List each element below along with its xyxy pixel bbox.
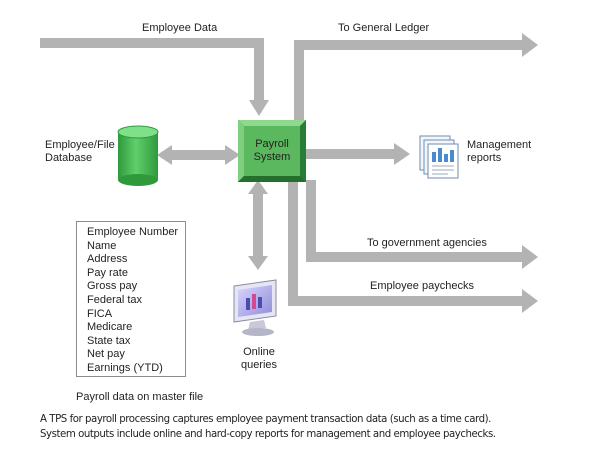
employee-paychecks-label: Employee paychecks <box>370 280 474 292</box>
list-item: Federal tax <box>87 293 143 306</box>
employee-data-label: Employee Data <box>142 22 218 34</box>
list-item: Earnings (YTD) <box>87 361 163 374</box>
database-label: Employee/File Database <box>45 139 115 164</box>
master-file-fields: Employee Number Name Address Pay rate Gr… <box>76 221 186 377</box>
list-item: Medicare <box>87 321 133 334</box>
government-agencies-arrow <box>306 180 538 269</box>
list-item: Net pay <box>87 348 125 361</box>
list-item: Employee Number <box>87 226 179 238</box>
figure-caption-line: System outputs include online and hard-c… <box>40 429 496 440</box>
figure-caption: A TPS for payroll processing captures em… <box>40 412 610 442</box>
general-ledger-label: To General Ledger <box>338 22 430 34</box>
report-pages-icon <box>419 135 459 179</box>
list-item: Address <box>87 253 128 266</box>
master-file-caption: Payroll data on master file <box>76 391 204 403</box>
list-item: Gross pay <box>87 280 138 293</box>
employee-paychecks-arrow <box>288 180 538 313</box>
list-item: Pay rate <box>87 266 128 279</box>
database-cylinder-icon <box>117 125 159 186</box>
payroll-system-label: Payroll System <box>253 138 291 163</box>
payroll-system-box <box>238 120 306 182</box>
list-item: Name <box>87 239 117 252</box>
database-link-arrow <box>157 145 240 165</box>
management-reports-label: Management reports <box>467 139 532 164</box>
online-queries-arrow <box>248 180 268 270</box>
online-queries-label: Online queries <box>240 346 278 371</box>
management-reports-arrow <box>300 143 410 165</box>
list-item: State tax <box>87 334 131 347</box>
figure-caption-line: A TPS for payroll processing captures em… <box>40 414 491 425</box>
general-ledger-arrow <box>294 33 538 120</box>
computer-monitor-icon <box>233 279 277 336</box>
employee-data-arrow <box>40 38 269 116</box>
government-agencies-label: To government agencies <box>367 237 487 249</box>
list-item: FICA <box>87 307 113 320</box>
